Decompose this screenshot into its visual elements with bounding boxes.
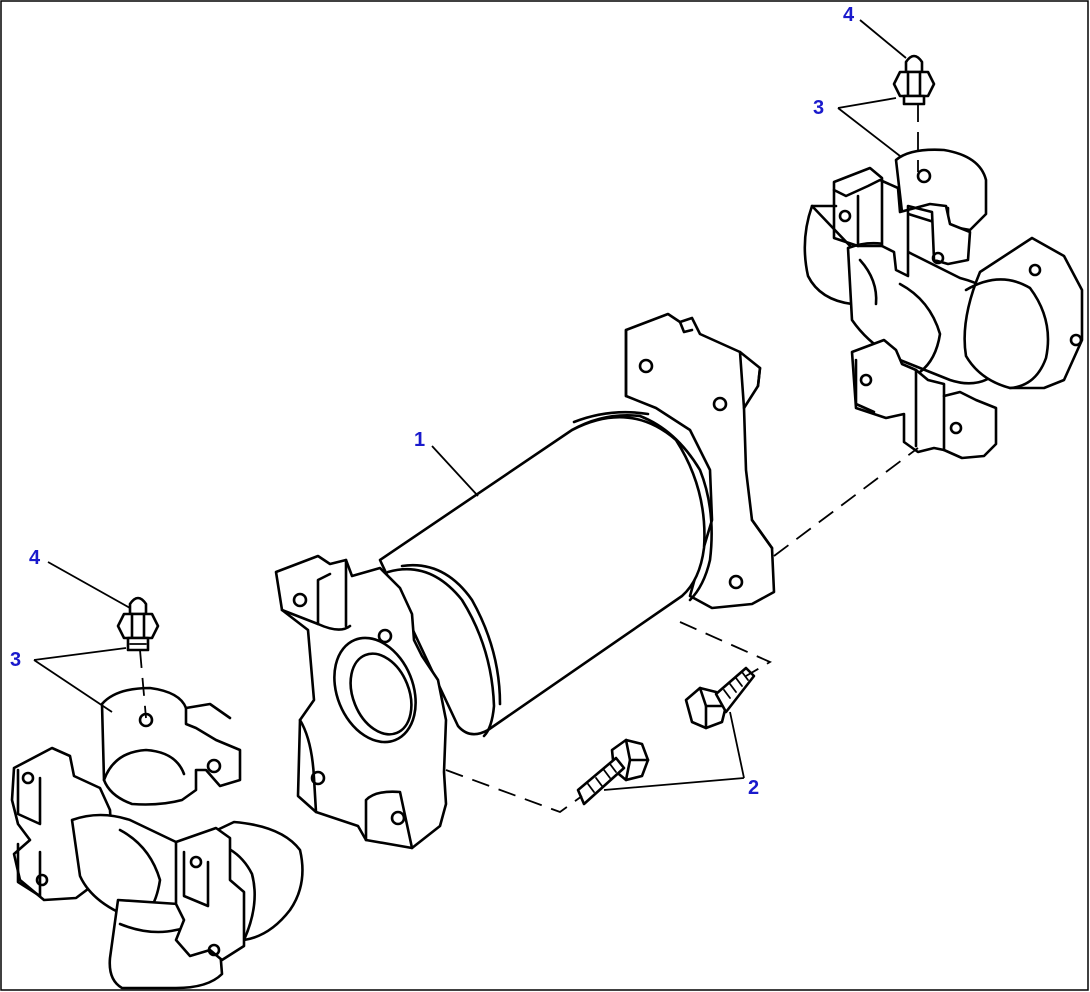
leader-3-top xyxy=(837,97,901,157)
rear-yoke-flange xyxy=(624,312,776,610)
callout-3-bottom: 3 xyxy=(10,649,21,671)
dash-fitting-lower xyxy=(139,649,147,719)
leader-lines xyxy=(33,19,907,791)
tube-body xyxy=(378,415,706,736)
grease-fitting-lower xyxy=(116,596,160,652)
dash-upper-cross xyxy=(773,447,919,557)
bolt-upper xyxy=(684,666,756,730)
leader-4-bottom xyxy=(47,561,131,609)
leader-1 xyxy=(431,445,479,497)
leader-2 xyxy=(603,711,745,791)
callout-3-top: 3 xyxy=(813,97,824,119)
leader-3-bottom xyxy=(33,647,127,713)
bolt-lower xyxy=(576,738,650,806)
leader-4-top xyxy=(859,19,907,59)
universal-joint-cross-lower xyxy=(10,686,304,990)
callouts: 1 2 3 4 3 4 xyxy=(10,4,855,799)
callout-4-top: 4 xyxy=(843,4,855,26)
driveshaft-tube xyxy=(274,312,776,850)
front-yoke-flange xyxy=(274,554,448,850)
callout-2: 2 xyxy=(748,777,759,799)
callout-1: 1 xyxy=(414,429,425,451)
assembly-dash-lines xyxy=(139,104,919,814)
grease-fitting-upper xyxy=(892,54,936,106)
dash-bolt-upper xyxy=(679,621,772,677)
universal-joint-cross-upper xyxy=(803,148,1084,460)
callout-4-bottom: 4 xyxy=(29,547,41,569)
dash-bolt-lower xyxy=(445,769,583,814)
